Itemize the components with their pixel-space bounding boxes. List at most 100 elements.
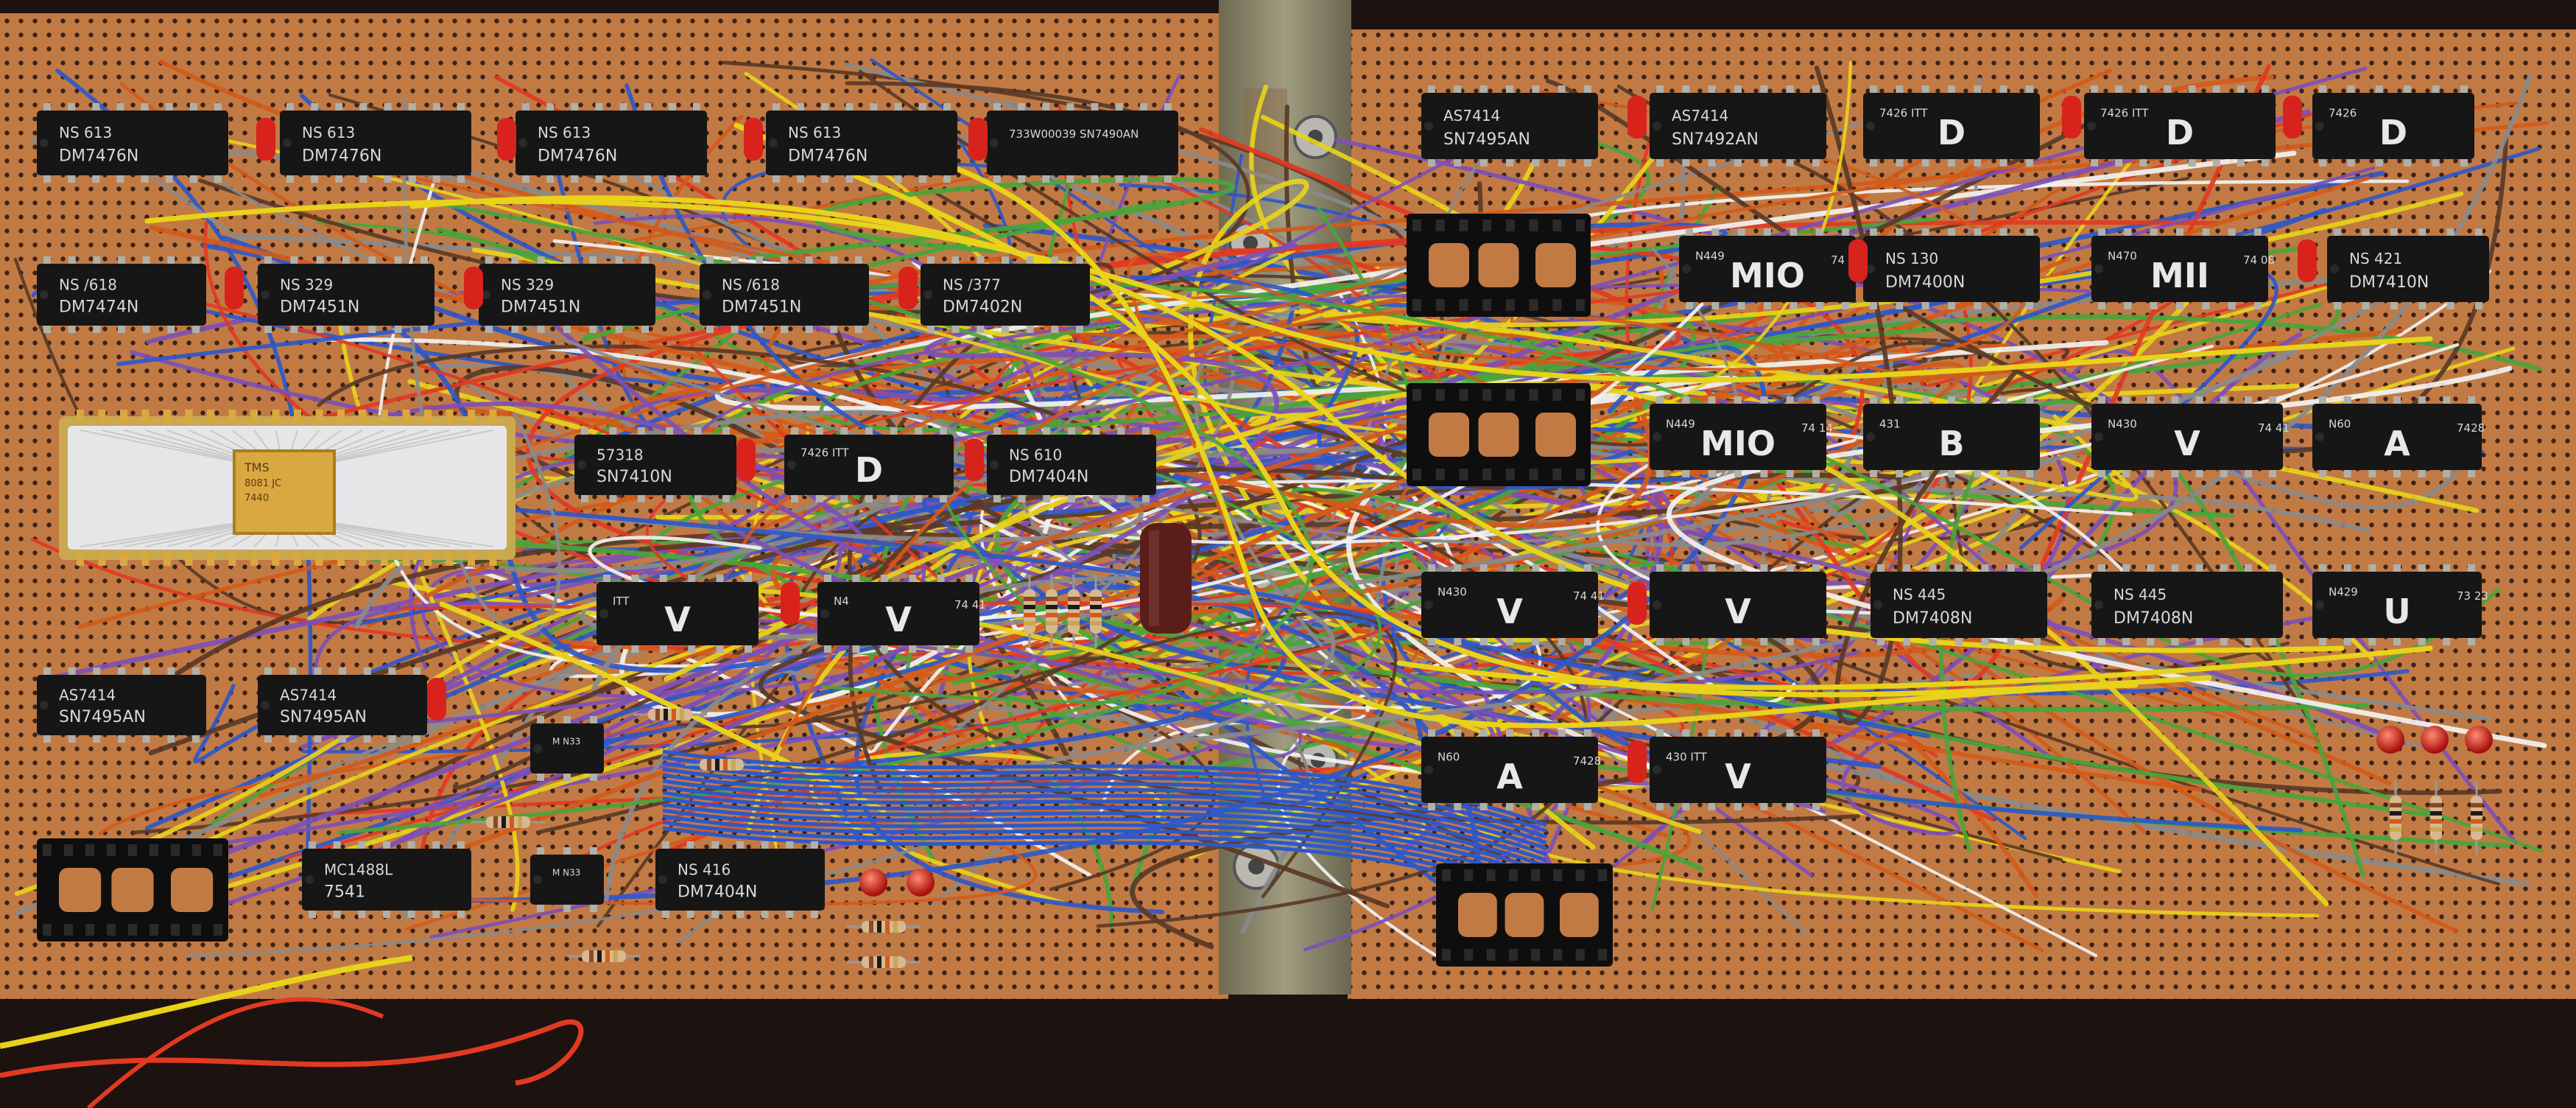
ic-chip: MC1488L 7541 [302,841,471,918]
chip-label: NS 416 [678,860,731,878]
wire [1688,351,1894,517]
cpu-label-2: 8081 JC [244,478,281,489]
capacitor [1848,239,1868,282]
chip-part: SN7492AN [1672,130,1759,149]
ic-socket [1407,383,1591,486]
chip-marking: B [1938,424,1964,463]
chip-label: NS 613 [538,124,591,141]
ic-socket [1407,214,1591,317]
chip-label: NS 613 [302,124,355,141]
chip-part: DM7410N [2349,273,2429,292]
chip-label: NS 445 [1893,586,1946,603]
ic-chip: V [1650,564,1826,645]
chip-label: NS 421 [2349,250,2402,267]
capacitor [1627,582,1647,625]
wire [662,785,1547,863]
resistor [567,950,641,962]
wire [662,796,1547,874]
wire [662,779,1547,857]
chip-label: NS 445 [2114,586,2167,603]
wire [662,820,1547,898]
wire [742,101,2519,549]
wire [662,767,1547,845]
capacitor [256,118,275,161]
wire [192,60,1853,438]
wire [439,601,887,813]
chip-label: AS7414 [280,686,337,704]
capacitor [1627,96,1647,138]
wire [662,755,1547,833]
chip-label: NS 610 [1009,446,1062,463]
chip-label: N470 [2108,249,2137,262]
chip-marking: V [2174,424,2200,463]
chip-part: 7428 [1573,754,1601,768]
chip-label: N430 [1437,585,1467,598]
chip-part: DM7476N [538,147,617,166]
chip-label: NS /618 [59,276,117,293]
resistor [685,759,759,771]
chip-marking: V [885,600,912,639]
chip-part: 7541 [324,883,365,902]
chip-label: N449 [1695,249,1725,262]
wire [780,309,1931,748]
ic-chip: M N33 [530,847,604,912]
resistor [847,921,921,933]
chip-marking: V [1496,592,1523,631]
capacitor-layer [225,96,2317,783]
wire [14,587,1703,897]
wire [588,302,1704,622]
chip-part: 74 41 [1573,589,1605,603]
chip-marking: U [2383,592,2410,631]
chip-marking: MIO [1700,424,1776,463]
chip-marking: D [855,450,883,490]
chip-part: 7428 [2457,421,2485,435]
wire [306,374,1618,909]
chip-label: M N33 [552,868,580,878]
wire [1814,65,2018,726]
resistor [847,956,921,968]
chip-label: NS /618 [722,276,780,293]
chip-part: SN7495AN [280,708,367,726]
chip-label: 7426 [2329,106,2357,119]
chip-part: DM7404N [678,883,757,902]
resistor [1046,575,1058,648]
wire [267,542,1826,813]
chip-part: SN7495AN [59,708,146,726]
capacitor [1627,740,1647,783]
chip-marking: A [2384,424,2410,463]
chip-label: MC1488L [324,860,393,878]
socket-layer [37,214,1613,967]
electrolytic-capacitor [1140,523,1192,634]
wire [1151,178,1596,850]
chip-label: NS 613 [59,124,112,141]
chip-label: N4 [834,595,849,608]
chip-part: DM7476N [59,147,138,166]
wire [733,122,2212,698]
wire [320,410,960,573]
chip-part: DM7451N [722,298,801,317]
resistor [1090,575,1102,648]
wire [662,749,1547,827]
chip-part: 73 23 [2457,589,2488,603]
wire [604,576,1336,905]
resistor [1024,575,1035,648]
wire [0,955,413,1049]
capacitor [744,118,763,161]
resistor [2390,781,2401,855]
chip-part: 74 41 [2258,421,2290,435]
chip-part: DM7408N [1893,609,1972,628]
chip-part: SN7495AN [1443,130,1530,149]
